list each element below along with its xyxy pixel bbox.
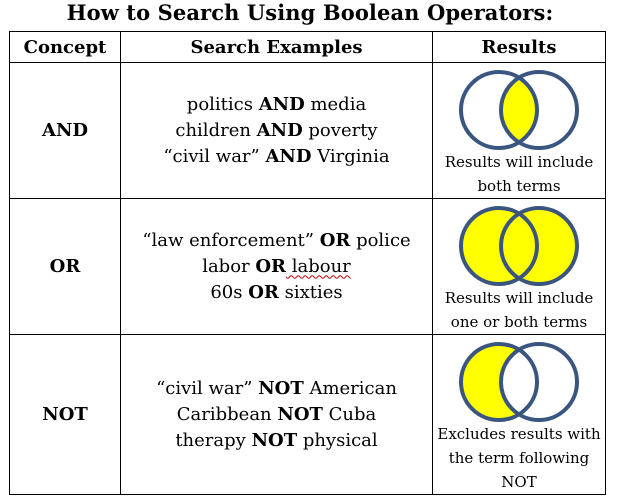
header-search-examples: Search Examples	[120, 31, 433, 63]
header-row: Concept Search Examples Results	[9, 31, 606, 63]
result-not: Excludes results with the term following…	[432, 334, 606, 495]
boolean-operators-table: Concept Search Examples Results AND poli…	[9, 31, 606, 495]
page-title: How to Search Using Boolean Operators:	[66, 0, 554, 25]
example-line: “civil war” NOT American	[156, 377, 397, 399]
table-row-and: AND politics AND media children AND pove…	[9, 62, 606, 199]
example-line: therapy NOT physical	[175, 429, 378, 451]
table-row-not: NOT “civil war” NOT American Caribbean N…	[9, 334, 606, 495]
example-line: “law enforcement” OR police	[142, 229, 411, 251]
result-caption: Results will include both terms	[444, 153, 594, 195]
result-caption: Results will include one or both terms	[444, 289, 594, 331]
examples-or: “law enforcement” OR police labor OR lab…	[120, 198, 433, 335]
header-concept: Concept	[9, 31, 121, 63]
examples-not: “civil war” NOT American Caribbean NOT C…	[120, 334, 433, 495]
concept-not: NOT	[9, 334, 121, 495]
concept-and: AND	[9, 62, 121, 199]
example-line: “civil war” AND Virginia	[163, 145, 390, 167]
example-line: labor OR labour	[202, 255, 351, 277]
concept-or: OR	[9, 198, 121, 335]
result-and: Results will include both terms	[432, 62, 606, 199]
example-line: 60s OR sixties	[210, 281, 343, 303]
venn-union-icon	[459, 206, 579, 286]
venn-difference-icon	[459, 342, 579, 422]
example-line: politics AND media	[186, 93, 367, 115]
examples-and: politics AND media children AND poverty …	[120, 62, 433, 199]
result-caption: Excludes results with the term following…	[437, 425, 601, 491]
spellcheck-underline: labour	[286, 255, 351, 277]
table-row-or: OR “law enforcement” OR police labor OR …	[9, 198, 606, 335]
header-results: Results	[432, 31, 606, 63]
example-line: Caribbean NOT Cuba	[176, 403, 377, 425]
venn-intersection-icon	[459, 70, 579, 150]
result-or: Results will include one or both terms	[432, 198, 606, 335]
example-line: children AND poverty	[175, 119, 378, 141]
